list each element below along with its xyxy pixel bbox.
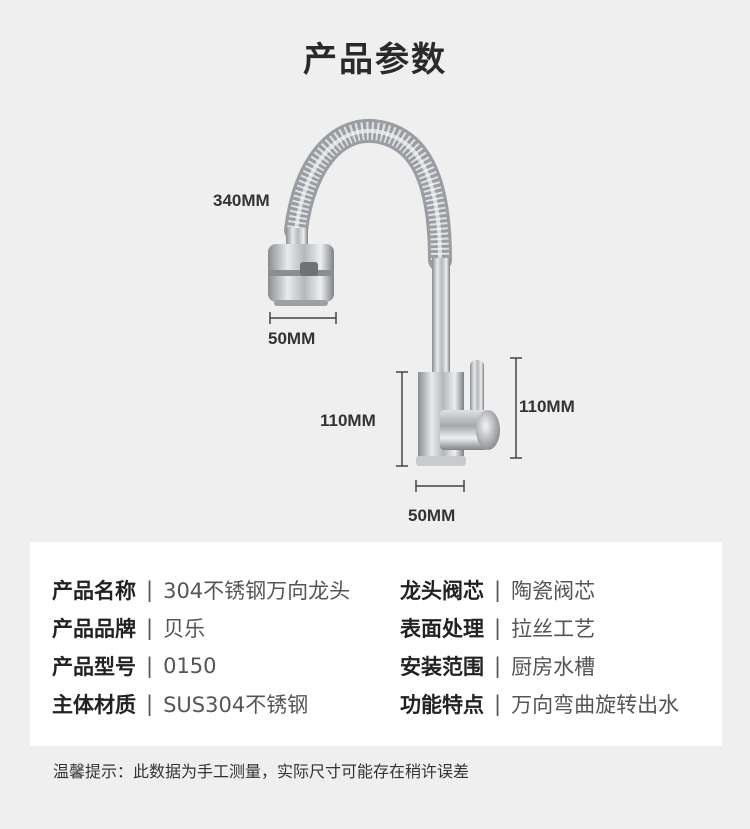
spec-separator: | — [494, 654, 502, 678]
spec-value: 厨房水槽 — [511, 655, 596, 679]
spec-row: 功能特点 | 万向弯曲旋转出水 — [400, 689, 679, 719]
spec-separator: | — [146, 692, 154, 716]
spec-value: 0150 — [163, 654, 217, 678]
measurement-note: 温馨提示：此数据为手工测量，实际尺寸可能存在稍许误差 — [53, 762, 470, 781]
hose-length-label: 340MM — [213, 191, 270, 210]
spec-row: 表面处理 | 拉丝工艺 — [400, 613, 595, 643]
spec-value: 万向弯曲旋转出水 — [511, 693, 680, 717]
base-width-label: 50MM — [408, 506, 456, 525]
spec-separator: | — [494, 578, 502, 602]
spec-value: 陶瓷阀芯 — [511, 579, 596, 603]
page-title: 产品参数 — [303, 40, 447, 80]
dimension-lines — [269, 312, 522, 492]
spec-value: 贝乐 — [163, 617, 206, 641]
spec-value: 304不锈钢万向龙头 — [163, 579, 351, 603]
spec-label: 主体材质 — [52, 693, 136, 717]
spec-label: 功能特点 — [400, 693, 484, 717]
spec-separator: | — [146, 616, 154, 640]
body-height-right-label: 110MM — [519, 397, 575, 416]
spec-value: SUS304不锈钢 — [163, 693, 309, 717]
body-height-left-label: 110MM — [320, 411, 376, 430]
spec-row: 产品型号 | 0150 — [52, 651, 217, 681]
flexible-hose — [284, 118, 452, 272]
spec-row: 安装范围 | 厨房水槽 — [400, 651, 595, 681]
spec-label: 产品型号 — [52, 655, 136, 679]
rigid-pipe — [432, 258, 450, 376]
spec-row: 龙头阀芯 | 陶瓷阀芯 — [400, 575, 595, 605]
spec-label: 表面处理 — [400, 617, 484, 641]
faucet-diagram — [268, 118, 522, 492]
spec-row: 产品品牌 | 贝乐 — [52, 613, 205, 643]
spec-row: 主体材质 | SUS304不锈钢 — [52, 689, 308, 719]
spec-row: 产品名称 | 304不锈钢万向龙头 — [52, 575, 350, 605]
head-width-label: 50MM — [268, 329, 316, 348]
faucet-body — [416, 360, 500, 466]
spec-separator: | — [146, 578, 154, 602]
spec-card: 产品名称 | 304不锈钢万向龙头 产品品牌 | 贝乐 产品型号 | 0150 … — [30, 542, 722, 746]
spec-separator: | — [494, 692, 502, 716]
spec-label: 安装范围 — [400, 655, 484, 679]
spec-separator: | — [146, 654, 154, 678]
spray-head — [268, 228, 334, 306]
spec-label: 龙头阀芯 — [400, 579, 484, 603]
spec-value: 拉丝工艺 — [511, 617, 596, 641]
spec-separator: | — [494, 616, 502, 640]
spec-label: 产品品牌 — [52, 617, 136, 641]
spec-label: 产品名称 — [52, 579, 136, 603]
